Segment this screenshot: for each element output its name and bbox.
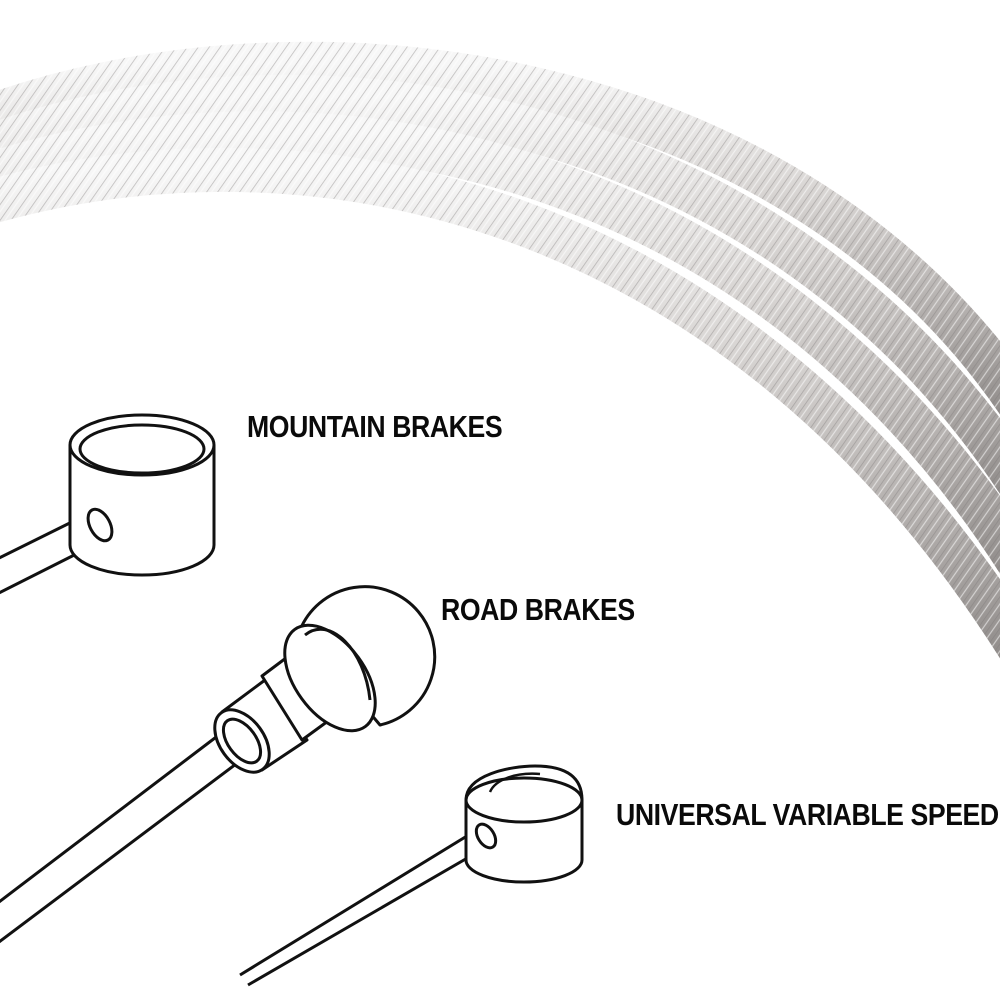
mountain-brake-cable-end-icon <box>0 413 216 595</box>
cable-strand-texture <box>0 147 1000 659</box>
steel-cable-coil-icon <box>0 41 1000 659</box>
mountain-brakes-label: MOUNTAIN BRAKES <box>247 409 503 444</box>
cable-strand-texture <box>0 111 1000 574</box>
road-brake-cable-end-icon <box>0 585 437 944</box>
cable-strand-texture <box>0 41 1000 415</box>
universal-variable-speed-cable-end-icon <box>239 764 584 987</box>
cable-strand-texture <box>0 75 1000 495</box>
universal-variable-speed-label: UNIVERSAL VARIABLE SPEED <box>616 797 999 832</box>
road-brakes-label: ROAD BRAKES <box>441 592 635 627</box>
